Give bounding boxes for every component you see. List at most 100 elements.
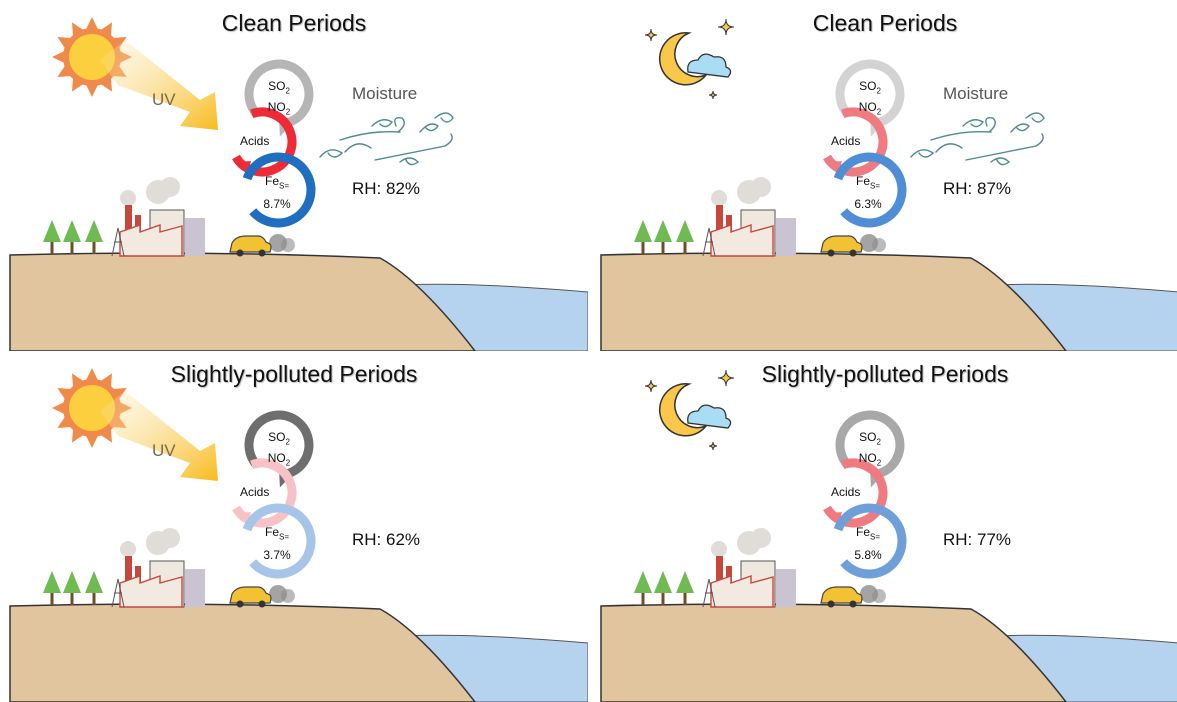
wind-swirl (319, 143, 372, 158)
rh-value: RH: 87% (943, 179, 1012, 198)
sun-ray (57, 37, 72, 49)
rh-value: RH: 82% (352, 179, 421, 198)
ground-shape (9, 252, 476, 351)
tree-crown (676, 220, 694, 242)
cycle-arrows (823, 59, 907, 228)
smoke-puff (711, 190, 727, 206)
gas-arc (835, 410, 905, 480)
tree-trunk (50, 589, 54, 605)
tower-shape (185, 218, 205, 256)
rh-value: RH: 77% (943, 530, 1012, 549)
acids-label: Acids (831, 134, 861, 148)
wind-swirl (965, 133, 1044, 166)
tree-crown (85, 571, 103, 593)
car-wheel (827, 249, 835, 257)
tree-trunk (661, 238, 665, 254)
fe-label: FeS= 6.3% (854, 174, 882, 212)
scene-canvas (9, 17, 588, 351)
industry-icon (43, 528, 295, 608)
tree-crown (654, 571, 672, 593)
car-wheel (849, 600, 857, 608)
smoke-puff (751, 177, 771, 197)
sky-icon (644, 18, 735, 100)
gas-arc (244, 410, 314, 480)
acids-label: Acids (240, 134, 270, 148)
fe-value: 3.7% (263, 548, 291, 563)
ground-shape (600, 603, 1067, 702)
ground-layer (9, 252, 588, 351)
fe-label: FeS= 5.8% (854, 525, 882, 563)
tree-crown (63, 571, 81, 593)
chimney-shape (716, 205, 723, 235)
sun-ray (85, 435, 99, 448)
tree-crown (676, 571, 694, 593)
pylon-shape (702, 227, 716, 257)
uv-beam (100, 391, 218, 481)
sun-ray (52, 401, 65, 415)
fe-value: 8.7% (263, 197, 291, 212)
wind-swirl (930, 116, 1030, 141)
fe-value: 5.8% (854, 548, 882, 563)
moon-shape (658, 32, 709, 86)
tower-shape (185, 569, 205, 607)
sun-ray (72, 77, 84, 92)
fe-arc (833, 503, 907, 579)
sun-ray (112, 37, 127, 49)
panel-polluted-day: Slightly-polluted Periods UV SO2 NO2 Aci… (0, 351, 588, 702)
fe-arc (242, 152, 316, 228)
sky-icon (52, 368, 132, 448)
scene-canvas (600, 369, 1177, 702)
sun-core (69, 385, 115, 431)
so2-no2-label: SO2 NO2 (858, 430, 882, 468)
car-shape (820, 235, 863, 253)
ground-layer (9, 603, 588, 702)
car-shape (229, 235, 272, 253)
wind-swirl (910, 143, 963, 158)
tree-crown (85, 220, 103, 242)
car-wheel (236, 600, 244, 608)
so2-no2-label: SO2 NO2 (858, 79, 882, 117)
so2-no2-label: SO2 NO2 (267, 79, 291, 117)
sun-ray (85, 84, 99, 97)
car-wheel (236, 249, 244, 257)
smoke-puff (751, 528, 771, 548)
sky-icon (644, 369, 735, 451)
sun-ray (100, 428, 112, 443)
gas-arc (835, 59, 905, 129)
factory-building (119, 575, 183, 608)
uv-beam (100, 40, 218, 130)
panel-title: Clean Periods (812, 10, 958, 36)
ground-shape (9, 603, 476, 702)
cloud-shape (687, 404, 732, 429)
wind-swirl (339, 116, 439, 141)
pylon-shape (111, 578, 125, 608)
moisture-icon (910, 112, 1045, 166)
gas-arc (244, 59, 314, 129)
sun-ray (100, 77, 112, 92)
uv-label: UV (152, 441, 176, 460)
sun-ray (57, 416, 72, 428)
sun-ray (72, 22, 84, 37)
tree-trunk (70, 238, 74, 254)
panel-clean-day: Clean Periods UV Moisture SO2 NO2 Acids … (0, 0, 588, 351)
rh-value: RH: 62% (352, 530, 421, 549)
tree-trunk (683, 589, 687, 605)
fe-arc (833, 152, 907, 228)
wind-swirl (371, 112, 454, 128)
sun-ray (112, 388, 127, 400)
tree-crown (634, 571, 652, 593)
exhaust-puff (281, 238, 295, 252)
tree-crown (43, 220, 61, 242)
factory-building (710, 224, 774, 257)
exhaust-puff (281, 589, 295, 603)
car-wheel (258, 249, 266, 257)
factory-building (119, 224, 183, 257)
tree-trunk (641, 238, 645, 254)
scene-canvas (600, 18, 1177, 351)
industry-icon (634, 528, 886, 608)
sun-ray (85, 368, 99, 381)
tree-trunk (92, 238, 96, 254)
so2-no2-label: SO2 NO2 (267, 430, 291, 468)
panel-clean-night: Clean Periods Moisture SO2 NO2 Acids FeS… (591, 0, 1177, 351)
car-shape (820, 586, 863, 604)
